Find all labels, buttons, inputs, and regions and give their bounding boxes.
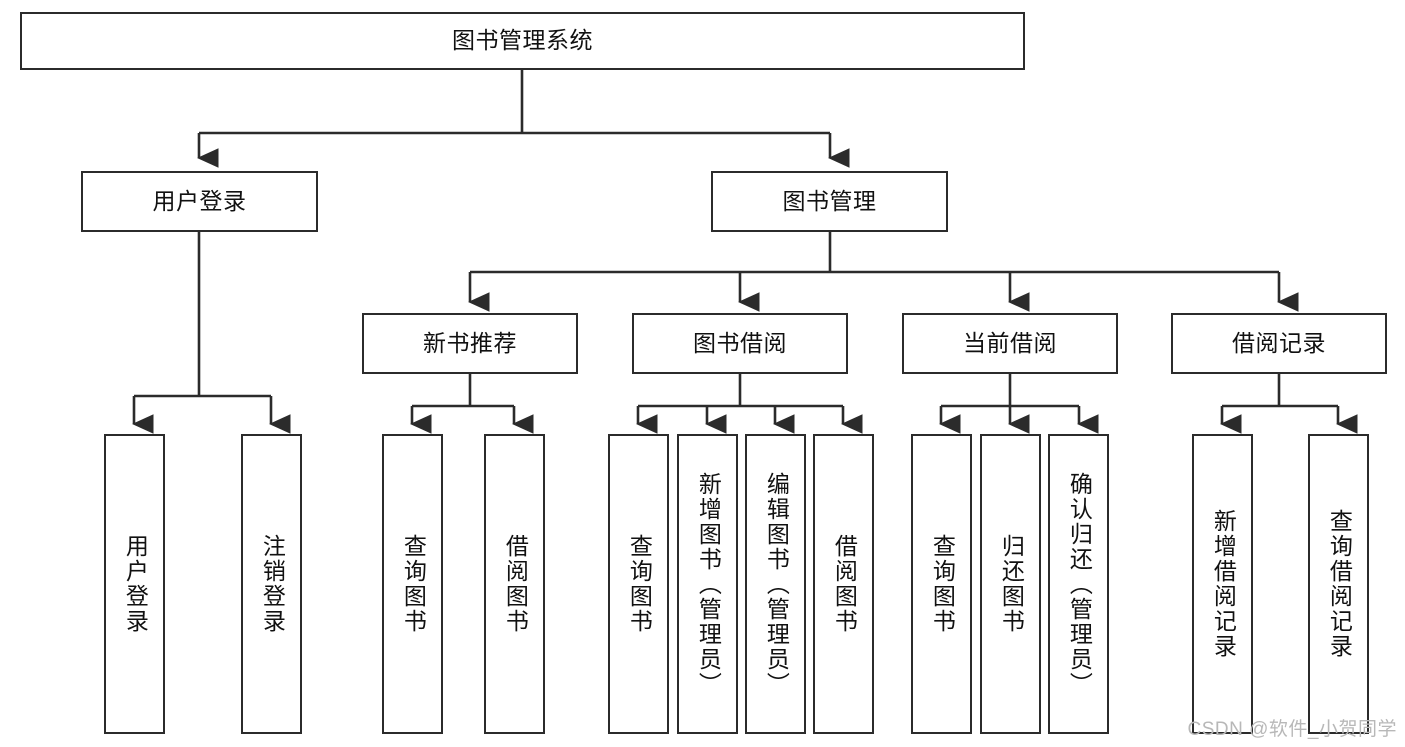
leaf-current-borrow-return[interactable]: 归还图书	[980, 434, 1041, 734]
node-label: 图书借阅	[693, 329, 787, 356]
leaf-new-book-borrow[interactable]: 借阅图书	[484, 434, 545, 734]
node-label: 当前借阅	[963, 329, 1057, 356]
node-label: 用户登录	[122, 534, 149, 634]
leaf-new-book-query[interactable]: 查询图书	[382, 434, 443, 734]
leaf-current-borrow-query[interactable]: 查询图书	[911, 434, 972, 734]
leaf-user-login-logout[interactable]: 注销登录	[241, 434, 302, 734]
leaf-book-borrow-edit-admin[interactable]: 编辑图书（管理员）	[745, 434, 806, 734]
node-label: 新增图书（管理员）	[695, 471, 722, 697]
leaf-user-login-login[interactable]: 用户登录	[104, 434, 165, 734]
node-label: 图书管理	[782, 187, 877, 214]
leaf-book-borrow-query[interactable]: 查询图书	[608, 434, 669, 734]
leaf-borrow-record-add[interactable]: 新增借阅记录	[1192, 434, 1253, 734]
node-label: 注销登录	[259, 534, 286, 634]
node-current-borrow[interactable]: 当前借阅	[902, 313, 1118, 374]
node-label: 查询图书	[626, 534, 653, 634]
node-label: 查询图书	[929, 534, 956, 634]
node-label: 归还图书	[998, 534, 1025, 634]
node-label: 编辑图书（管理员）	[763, 471, 790, 697]
node-label: 借阅图书	[831, 534, 858, 634]
node-label: 用户登录	[152, 187, 247, 214]
node-book-borrow[interactable]: 图书借阅	[632, 313, 848, 374]
node-label: 新增借阅记录	[1210, 509, 1237, 659]
leaf-book-borrow-add-admin[interactable]: 新增图书（管理员）	[677, 434, 738, 734]
node-book-management[interactable]: 图书管理	[711, 171, 948, 232]
node-root-book-management-system[interactable]: 图书管理系统	[20, 12, 1025, 70]
watermark-text: CSDN @软件_小贺同学	[1187, 719, 1397, 740]
node-label: 新书推荐	[423, 329, 517, 356]
node-label: 查询图书	[400, 534, 427, 634]
node-label: 借阅记录	[1232, 329, 1326, 356]
node-label: 图书管理系统	[452, 27, 593, 54]
node-label: 确认归还（管理员）	[1066, 471, 1093, 697]
node-borrow-record[interactable]: 借阅记录	[1171, 313, 1387, 374]
node-new-book-recommend[interactable]: 新书推荐	[362, 313, 578, 374]
leaf-borrow-record-query[interactable]: 查询借阅记录	[1308, 434, 1369, 734]
leaf-current-borrow-confirm-return-admin[interactable]: 确认归还（管理员）	[1048, 434, 1109, 734]
node-label: 查询借阅记录	[1326, 509, 1353, 659]
leaf-book-borrow-borrow[interactable]: 借阅图书	[813, 434, 874, 734]
node-user-login[interactable]: 用户登录	[81, 171, 318, 232]
node-label: 借阅图书	[502, 534, 529, 634]
